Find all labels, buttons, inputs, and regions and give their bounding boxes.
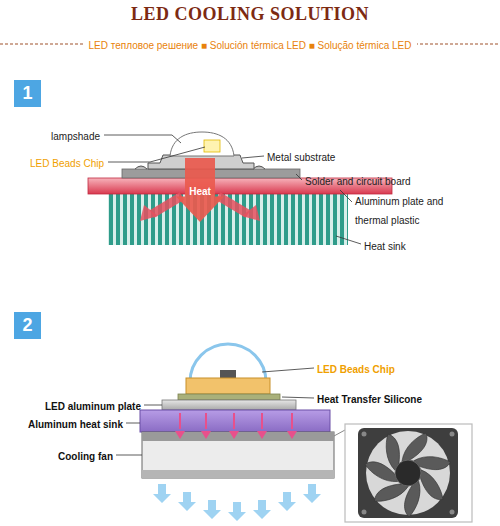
part-label: Heat Transfer Silicone — [317, 394, 422, 405]
label-wrap: Heat sink — [364, 235, 406, 254]
screw-hole — [450, 432, 455, 437]
arrow-label: Heat — [176, 186, 224, 198]
airflow-arrow — [153, 484, 171, 503]
heat-flow-head — [229, 431, 239, 439]
section-badge: 1 — [14, 80, 41, 107]
title: LED COOLING SOLUTION — [131, 4, 369, 24]
airflow-arrow — [203, 500, 221, 519]
label-wrap: Cooling fan — [58, 445, 113, 464]
part-label: Heat sink — [364, 241, 406, 252]
heat-flow-head — [175, 431, 185, 439]
heat-flow-head — [287, 431, 297, 439]
screw-hole — [362, 510, 367, 515]
label-wrap: lampshade — [51, 125, 100, 144]
label-wrap: Aluminum heat sink — [28, 413, 123, 432]
fan-frame-bottom — [142, 470, 334, 478]
heat-flow-line — [233, 413, 235, 429]
heat-flow-head — [201, 431, 211, 439]
heat-arrow-left — [152, 196, 182, 214]
leader-line — [126, 423, 140, 424]
leader-line — [242, 156, 264, 158]
led-chip-body — [186, 378, 270, 394]
part-label: Aluminum heat sink — [28, 419, 123, 430]
label-wrap: LED Beads Chip — [30, 152, 104, 171]
airflow-arrow — [228, 502, 246, 521]
fan-blade — [402, 433, 427, 461]
heat-sink-fins — [108, 193, 348, 245]
part-label: lampshade — [51, 131, 100, 142]
led-aluminum-plate — [162, 400, 296, 410]
part-label: Solder and circuit board — [305, 176, 411, 187]
label-wrap: Solder and circuit board — [305, 170, 411, 189]
screw-hole — [450, 510, 455, 515]
heat-flow-line — [179, 413, 181, 429]
part-label: Aluminum plate and thermal plastic — [355, 196, 443, 226]
led-die — [220, 370, 236, 378]
label-wrap: Metal substrate — [267, 146, 335, 165]
subtitle: LED тепловое решение ■ Solución térmica … — [83, 40, 418, 51]
airflow-arrow — [303, 484, 321, 503]
leader-line — [282, 397, 314, 398]
led-lens — [190, 344, 266, 382]
part-label: Cooling fan — [58, 451, 113, 462]
leader-line — [336, 236, 361, 244]
title-wrap: LED COOLING SOLUTION — [0, 4, 500, 26]
fan-frame-top — [142, 432, 334, 441]
lampshade-dome — [170, 132, 234, 156]
heat-arrow-left-head — [140, 205, 158, 221]
heat-flow-line — [291, 413, 293, 429]
heat-transfer-silicone — [178, 394, 280, 400]
leader-line — [262, 368, 314, 372]
label-wrap: Heat Transfer Silicone — [317, 388, 422, 407]
heat-arrow: Heat — [176, 158, 224, 222]
leader-line — [104, 135, 181, 143]
part-label: LED Beads Chip — [317, 364, 395, 375]
label-wrap: LED aluminum plate — [45, 395, 141, 414]
led-chip — [204, 140, 220, 152]
leader-line — [144, 405, 162, 406]
airflow-arrow — [178, 492, 196, 511]
label-wrap: LED тепловое решение ■ Solución térmica … — [0, 34, 500, 53]
airflow-arrow — [253, 500, 271, 519]
heat-flow-head — [257, 431, 267, 439]
inset-pointer — [334, 430, 345, 436]
aluminum-heat-sink — [140, 410, 330, 432]
leader-line — [340, 190, 352, 202]
cooling-fan-body — [142, 432, 334, 478]
leader-line — [116, 455, 142, 456]
part-label: LED aluminum plate — [45, 401, 141, 412]
screw-hole — [362, 432, 367, 437]
fan-housing — [358, 428, 458, 518]
part-label: Metal substrate — [267, 152, 335, 163]
heat-flow-line — [261, 413, 263, 429]
section-badge: 2 — [14, 312, 41, 339]
leader-line — [296, 174, 302, 180]
heat-arrow-right-head — [242, 205, 260, 221]
part-label: LED Beads Chip — [30, 158, 104, 169]
arrow-fill — [176, 158, 224, 222]
heat-flow-line — [205, 413, 207, 429]
label-wrap: Aluminum plate and thermal plastic — [355, 190, 465, 228]
section-number: 2 — [14, 312, 41, 339]
fan-inset-frame — [345, 424, 472, 522]
fan-hub — [395, 460, 421, 486]
heat-arrow-right — [218, 196, 248, 214]
section-number: 1 — [14, 80, 41, 107]
airflow-arrow — [278, 492, 296, 511]
label-wrap: LED Beads Chip — [317, 358, 395, 377]
